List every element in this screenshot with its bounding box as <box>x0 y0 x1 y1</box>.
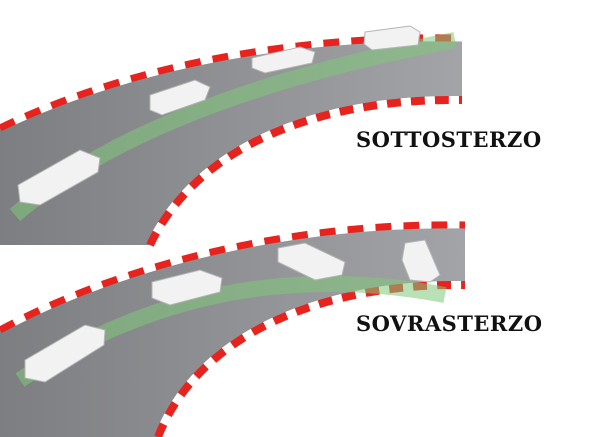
road-top <box>0 37 462 245</box>
outer-curb-bottom <box>0 221 466 334</box>
understeer-scene <box>0 25 463 247</box>
car-icon <box>24 239 441 383</box>
understeer-label: SOTTOSTERZO <box>356 127 542 152</box>
car-icon <box>17 25 421 206</box>
oversteer-label: SOVRASTERZO <box>356 311 543 336</box>
oversteer-scene <box>0 221 466 437</box>
inner-curb-bottom <box>154 280 466 437</box>
inner-curb-top <box>146 95 463 247</box>
